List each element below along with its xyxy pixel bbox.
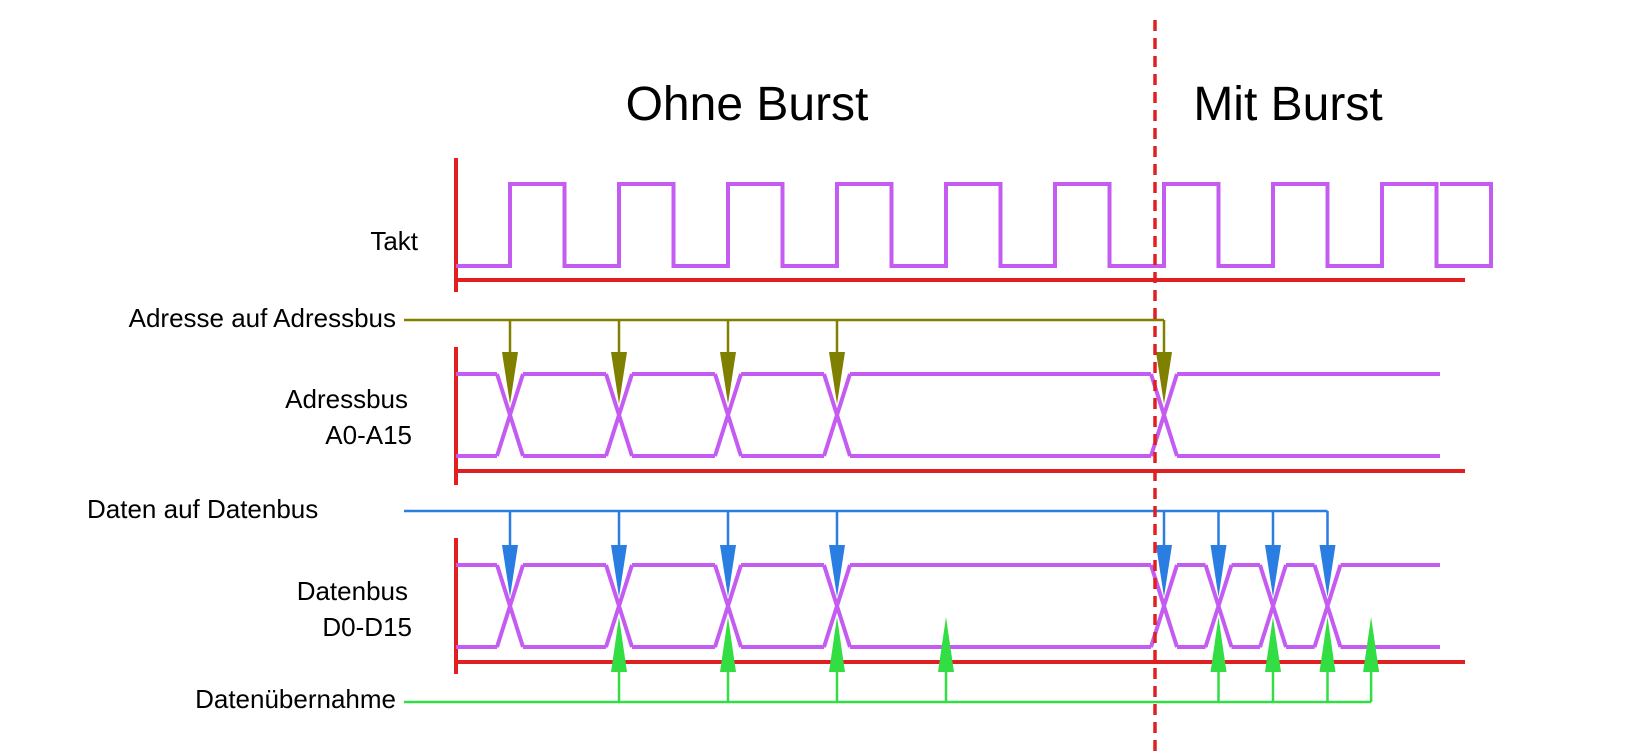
- label-data-on-bus: Daten auf Datenbus: [87, 494, 318, 524]
- address-arrow: [829, 352, 845, 404]
- acceptance-arrow: [611, 617, 627, 672]
- label-address-on-bus: Adresse auf Adressbus: [129, 303, 396, 333]
- acceptance-arrow: [1363, 617, 1380, 672]
- heading-without-burst: Ohne Burst: [626, 78, 869, 131]
- data-arrow: [502, 545, 518, 597]
- address-bus-signal: [456, 372, 1440, 458]
- data-arrow: [1210, 545, 1227, 597]
- acceptance-arrow: [829, 617, 845, 672]
- label-data-bus: Datenbus: [297, 576, 408, 606]
- address-arrow: [720, 352, 736, 404]
- data-bus-signal: [456, 563, 1440, 649]
- acceptance-arrow: [1319, 617, 1336, 672]
- acceptance-arrow: [720, 617, 736, 672]
- address-arrow: [611, 352, 627, 404]
- data-arrow: [1319, 545, 1336, 597]
- address-arrow: [502, 352, 518, 404]
- label-data-bus-range: D0-D15: [322, 612, 412, 642]
- data-arrow: [720, 545, 736, 597]
- acceptance-arrow: [938, 617, 954, 672]
- data-arrow: [1265, 545, 1281, 597]
- acceptance-arrow: [1265, 617, 1281, 672]
- heading-with-burst: Mit Burst: [1193, 78, 1382, 131]
- label-clock: Takt: [370, 226, 418, 256]
- acceptance-arrow: [1210, 617, 1227, 672]
- data-arrow: [829, 545, 845, 597]
- label-address-bus-range: A0-A15: [325, 420, 412, 450]
- label-data-acceptance: Datenübernahme: [195, 684, 396, 714]
- label-address-bus: Adressbus: [285, 384, 408, 414]
- address-arrow: [1156, 352, 1172, 404]
- data-arrow: [1156, 545, 1172, 597]
- clock-signal: [456, 182, 1493, 268]
- data-arrow: [611, 545, 627, 597]
